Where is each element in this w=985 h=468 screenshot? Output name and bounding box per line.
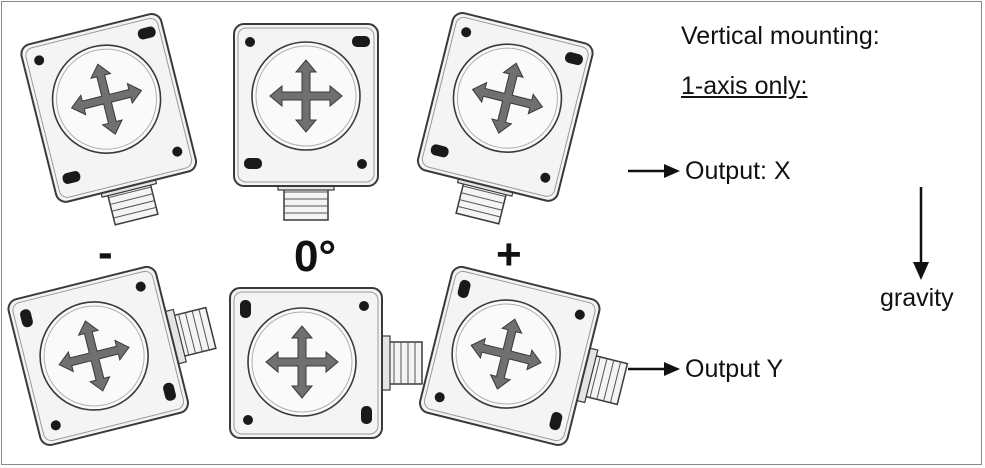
- output-y-label: Output Y: [685, 355, 784, 383]
- subheading: 1-axis only:: [681, 72, 808, 100]
- gravity-label: gravity: [880, 284, 954, 312]
- output-x-label: Output: X: [685, 157, 791, 185]
- sign-minus: -: [98, 228, 113, 277]
- output-y-arrow: [628, 362, 680, 376]
- sign-zero: 0°: [294, 232, 337, 281]
- sensor-bottom-plus: [416, 263, 642, 458]
- sensor-top-zero: [233, 23, 379, 221]
- gravity-arrow: [913, 187, 929, 280]
- sensor-top-plus: [406, 9, 596, 237]
- sensor-top-minus: [18, 10, 208, 238]
- sensor-bottom-zero: [229, 287, 423, 439]
- sensor-bottom-minus: [5, 254, 230, 449]
- heading: Vertical mounting:: [681, 22, 880, 50]
- sign-plus: +: [496, 230, 522, 279]
- output-x-arrow: [628, 164, 680, 178]
